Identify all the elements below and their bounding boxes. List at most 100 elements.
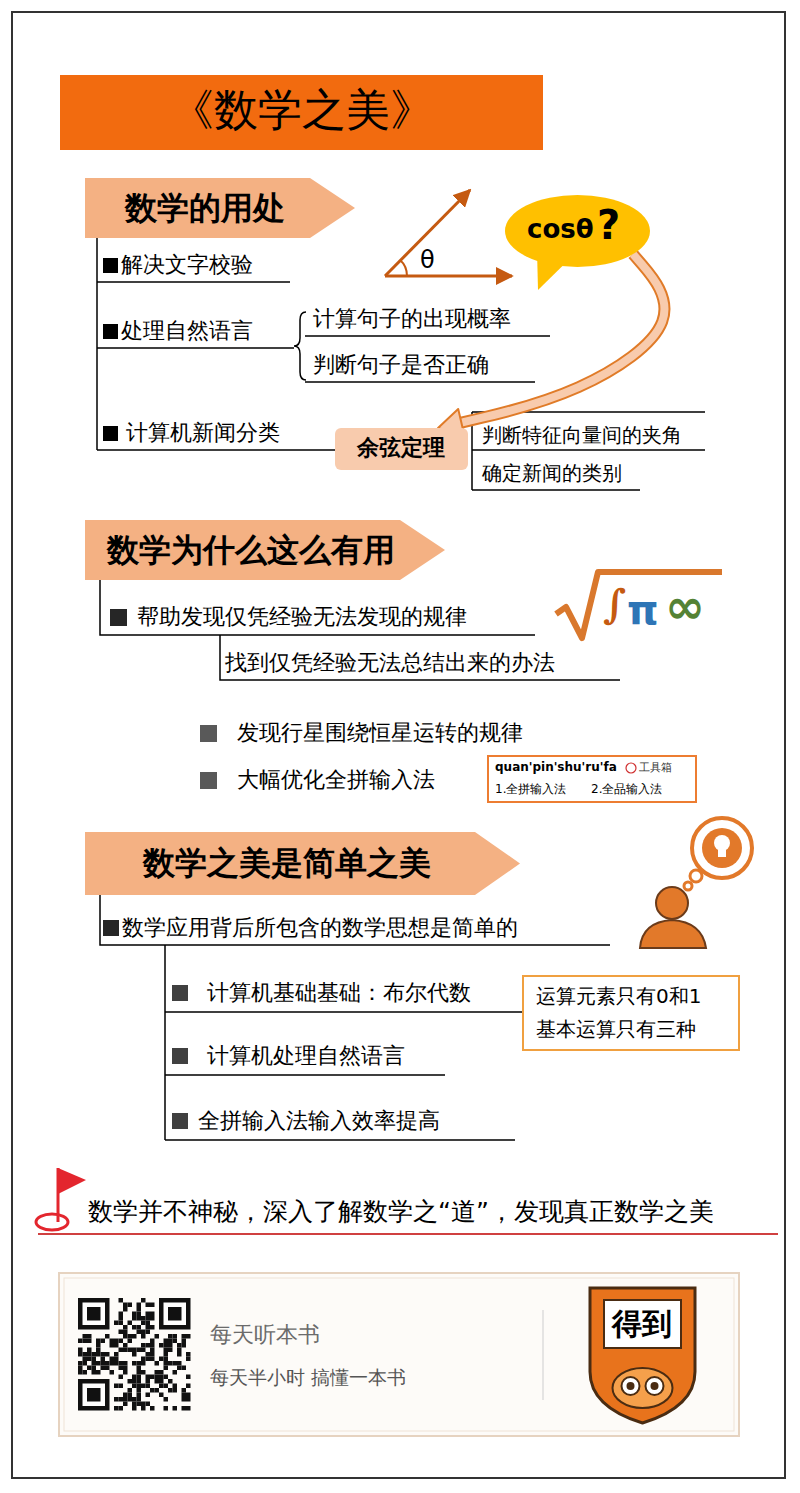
qr-module <box>123 1307 128 1312</box>
item-text: 数学应用背后所包含的数学思想是简单的 <box>122 915 518 941</box>
qr-module <box>137 1384 142 1389</box>
qr-module <box>137 1397 142 1402</box>
tree-line <box>96 238 98 450</box>
qr-module <box>173 1384 178 1389</box>
qr-module <box>141 1330 146 1335</box>
bubble-body <box>505 195 650 267</box>
qr-module <box>168 1343 173 1348</box>
note-box: 运算元素只有0和1基本运算只有三种 <box>522 975 740 1051</box>
qr-module <box>177 1352 182 1357</box>
math-symbol: π <box>627 586 659 634</box>
qr-module <box>155 1379 160 1384</box>
speech-bubble: cosθ? <box>505 195 650 267</box>
qr-module <box>119 1406 124 1411</box>
panel-frame <box>64 1278 734 1431</box>
bracket <box>472 412 705 490</box>
qr-module <box>132 1334 137 1339</box>
tree-line <box>100 580 620 680</box>
sub-item-text: 判断句子是否正确 <box>313 352 489 378</box>
node-text: 得到 <box>612 1306 672 1342</box>
qr-module <box>123 1397 128 1402</box>
qr-module <box>137 1379 142 1384</box>
qr-module <box>182 1406 187 1411</box>
qr-module <box>137 1361 142 1366</box>
qr-module <box>177 1348 182 1353</box>
math-symbol: ∞ <box>665 578 705 636</box>
qr-module <box>159 1343 164 1348</box>
node-text: 运算元素只有0和1 <box>536 984 701 1008</box>
qr-module <box>150 1339 155 1344</box>
qr-module <box>177 1343 182 1348</box>
sub-item-text: 计算机基础基础：布尔代数 <box>207 980 471 1006</box>
qr-module <box>119 1348 124 1353</box>
qr-module <box>155 1375 160 1380</box>
qr-module <box>132 1325 137 1330</box>
arrow-banner <box>85 520 445 580</box>
qr-module <box>123 1361 128 1366</box>
qr-module <box>83 1361 88 1366</box>
qr-module <box>114 1321 119 1326</box>
qr-module <box>119 1316 124 1321</box>
tree-line <box>97 281 290 283</box>
qr-module <box>150 1343 155 1348</box>
qr-module <box>146 1312 151 1317</box>
brand-logo: 得到 <box>590 1288 695 1423</box>
qr-module <box>186 1397 191 1402</box>
qr-module <box>96 1370 101 1375</box>
section-header: 数学为什么这么有用 <box>85 520 445 580</box>
node-text: 数学之美是简单之美 <box>143 844 431 882</box>
owl-eye <box>646 1377 664 1395</box>
qr-module <box>123 1393 128 1398</box>
qr-module <box>123 1343 128 1348</box>
qr-module <box>114 1406 119 1411</box>
qr-module <box>92 1357 97 1362</box>
sub-item-text: 确定新闻的类别 <box>482 461 622 485</box>
qr-module <box>164 1397 169 1402</box>
arrow-banner <box>85 178 355 238</box>
qr-module <box>110 1370 115 1375</box>
qr-module <box>141 1402 146 1407</box>
tree-line <box>97 347 294 349</box>
qr-module <box>123 1303 128 1308</box>
bulb-base <box>718 850 726 857</box>
sub-item-text: 计算句子的出现概率 <box>313 306 511 332</box>
qr-module <box>83 1370 88 1375</box>
bulb-glass <box>714 835 730 851</box>
owl-eye <box>622 1377 640 1395</box>
qr-module <box>164 1339 169 1344</box>
qr-module <box>137 1307 142 1312</box>
brace <box>294 312 306 380</box>
qr-module <box>141 1370 146 1375</box>
panel-frame <box>59 1273 739 1436</box>
section-header: 数学的用处 <box>85 178 355 238</box>
qr-module <box>119 1361 124 1366</box>
qr-module <box>105 1352 110 1357</box>
qr-module <box>96 1339 101 1344</box>
qr-module <box>128 1379 133 1384</box>
bullet-square <box>172 1113 188 1129</box>
qr-module <box>110 1343 115 1348</box>
qr-module <box>168 1379 173 1384</box>
qr-module <box>132 1375 137 1380</box>
node-text: 1.全拼输入法 <box>495 782 566 796</box>
bullet-square <box>200 725 217 742</box>
qr-module <box>141 1316 146 1321</box>
qr-module <box>101 1339 106 1344</box>
qr-module <box>150 1348 155 1353</box>
item-text: 帮助发现仅凭经验无法发现的规律 <box>137 604 467 630</box>
root-symbol <box>556 572 722 638</box>
qr-module <box>101 1366 106 1371</box>
qr-module <box>155 1334 160 1339</box>
qr-module <box>141 1343 146 1348</box>
bullet-squares <box>103 258 217 1129</box>
qr-module <box>128 1393 133 1398</box>
qr-module <box>87 1352 92 1357</box>
qr-module <box>159 1393 164 1398</box>
qr-finder <box>83 1303 106 1326</box>
qr-finder <box>168 1307 182 1321</box>
motto-underline <box>38 1233 778 1235</box>
qr-module <box>173 1334 178 1339</box>
qr-module <box>87 1339 92 1344</box>
qr-module <box>146 1384 151 1389</box>
